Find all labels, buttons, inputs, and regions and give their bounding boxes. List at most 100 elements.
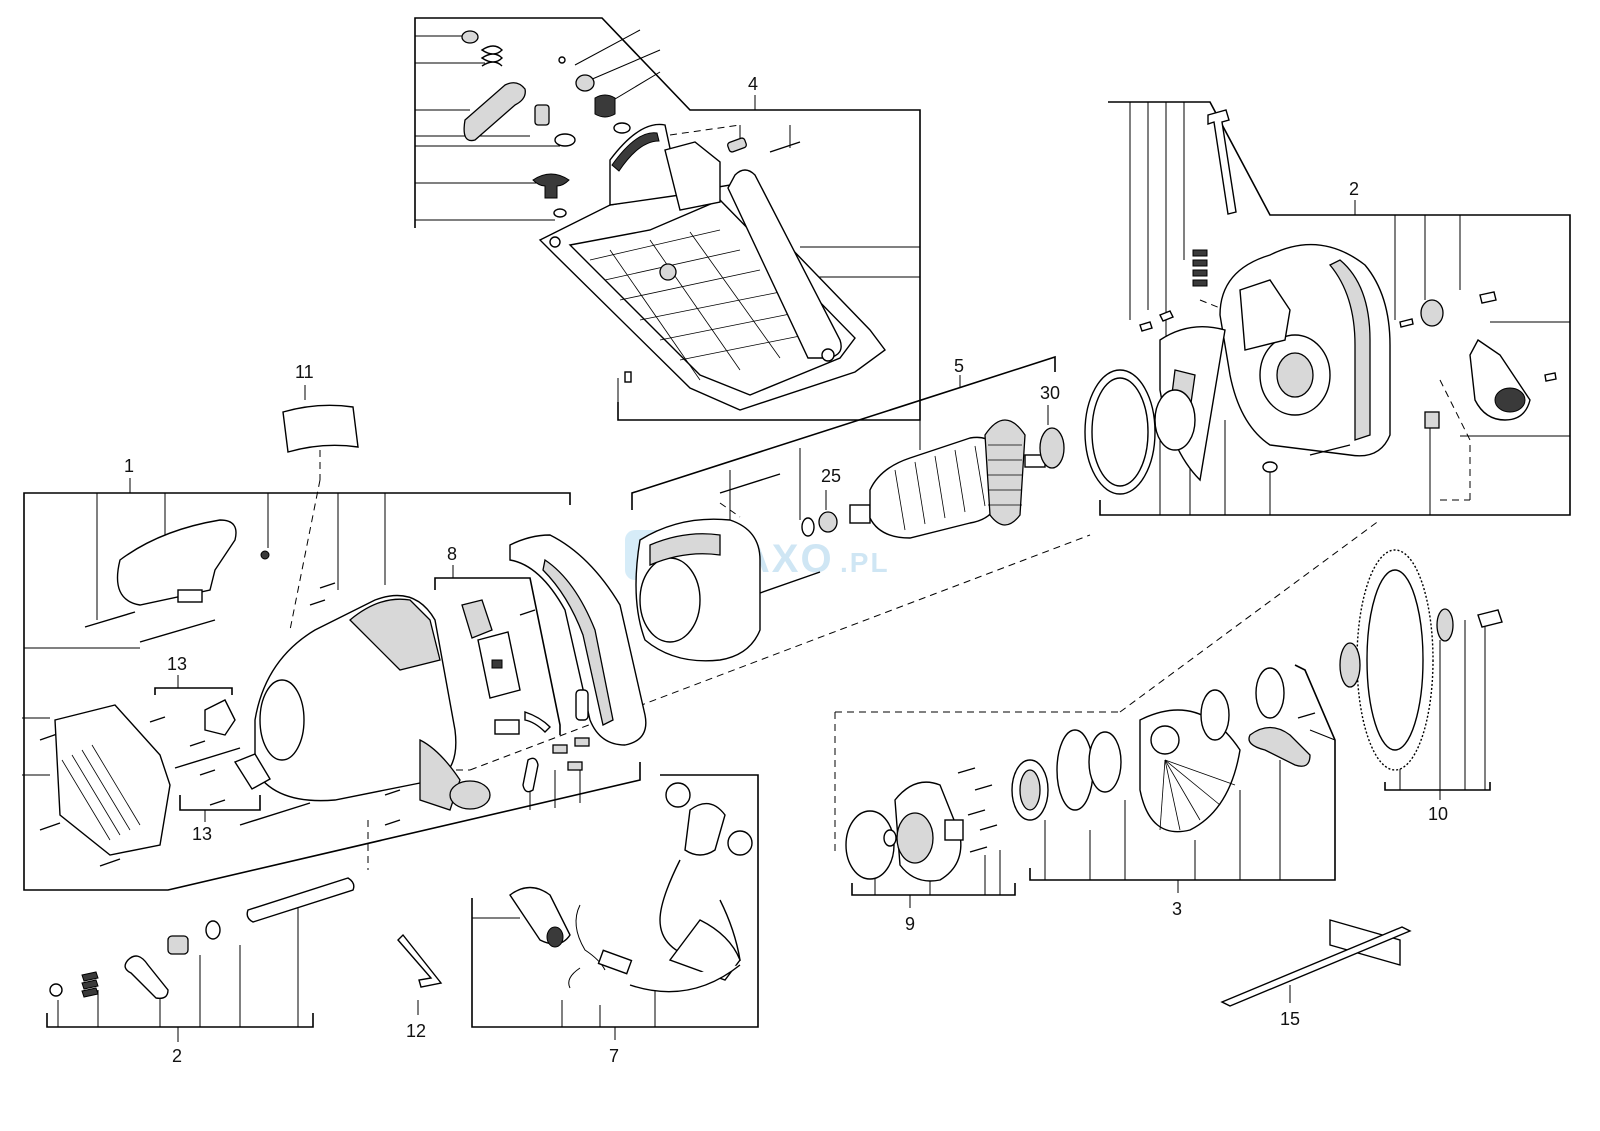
callout-12: 12 bbox=[406, 1021, 426, 1041]
group-5-motor: 5 30 25 bbox=[631, 355, 1065, 662]
stator-screw-1 bbox=[719, 473, 781, 494]
brush-screw-4 bbox=[209, 799, 226, 806]
housing-screw-9 bbox=[384, 819, 401, 826]
housing-screw-5 bbox=[309, 599, 326, 606]
inner-flange bbox=[1339, 642, 1361, 688]
part-12-hex-key: 12 bbox=[397, 933, 443, 1041]
motor-housing-front-bore bbox=[259, 679, 305, 761]
gear-housing-rim bbox=[1328, 259, 1371, 441]
switch-clip bbox=[524, 711, 551, 733]
washer-small bbox=[613, 122, 631, 134]
guard-bearing-inner bbox=[1019, 769, 1041, 811]
hex-key bbox=[397, 933, 443, 988]
handle-cover bbox=[116, 519, 237, 606]
group-1-frame bbox=[23, 492, 641, 891]
gearbox-screw-5 bbox=[969, 846, 988, 853]
switch-actuator bbox=[461, 599, 493, 639]
armature-fan bbox=[984, 419, 1026, 526]
callout-4: 4 bbox=[748, 74, 758, 94]
group-4-frame bbox=[414, 17, 921, 421]
lever-arm bbox=[463, 82, 526, 142]
cord-sleeve bbox=[597, 949, 633, 975]
callout-9: 9 bbox=[905, 914, 915, 934]
group-1-leader-lines bbox=[22, 493, 581, 810]
guard-spring bbox=[1192, 249, 1208, 287]
screw-d bbox=[1399, 318, 1414, 328]
switch-capacitor bbox=[494, 719, 520, 735]
group-13-brush-holders: 13 13 bbox=[149, 654, 271, 844]
brush-holder-top bbox=[204, 699, 236, 736]
housing-screw-1 bbox=[84, 611, 136, 628]
housing-screw-3 bbox=[174, 747, 241, 769]
brush-screw-2 bbox=[189, 740, 206, 747]
cap-screw-2 bbox=[39, 822, 61, 831]
depth-lever bbox=[124, 955, 169, 1000]
nut-small bbox=[260, 550, 270, 560]
o-ring bbox=[1154, 389, 1196, 451]
callout-3: 3 bbox=[1172, 899, 1182, 919]
bearing-30 bbox=[1039, 427, 1065, 469]
part-15-parallel-guide: 15 bbox=[1220, 919, 1412, 1029]
callout-8: 8 bbox=[447, 544, 457, 564]
lever-spring bbox=[81, 971, 99, 998]
spring-pin-2 bbox=[567, 761, 583, 771]
armature-core bbox=[869, 436, 1001, 539]
lower-guard-ribs bbox=[1159, 759, 1236, 831]
screw-c bbox=[1479, 291, 1497, 304]
group-4-base-plate: 4 bbox=[414, 17, 921, 421]
rear-handle bbox=[509, 534, 647, 746]
gearbox-shaft bbox=[883, 829, 897, 847]
group-9-frame bbox=[851, 883, 1016, 896]
group-2-lever-assembly: 2 bbox=[46, 877, 355, 1066]
housing-screw-8 bbox=[384, 789, 401, 796]
group-10-blade: 10 bbox=[1339, 549, 1503, 824]
callout-2-bottom: 2 bbox=[172, 1046, 182, 1066]
guard-lever-screw bbox=[1297, 712, 1316, 719]
bevel-bracket bbox=[664, 141, 721, 211]
plug-pin-1 bbox=[665, 782, 691, 808]
gearbox-screw-1 bbox=[957, 767, 976, 774]
lock-off-button bbox=[522, 757, 539, 793]
group-5-leader-lines bbox=[719, 405, 1049, 520]
callout-15: 15 bbox=[1280, 1009, 1300, 1029]
washer bbox=[554, 133, 576, 147]
handle-cover-tab bbox=[177, 589, 203, 603]
group-8-frame bbox=[434, 577, 561, 735]
callout-25: 25 bbox=[821, 466, 841, 486]
pivot-pin bbox=[659, 263, 677, 281]
guide-bar bbox=[1220, 926, 1412, 1007]
dust-nozzle-outlet bbox=[1494, 387, 1526, 413]
set-screw bbox=[624, 371, 632, 383]
base-plate-inner bbox=[568, 199, 856, 396]
group-5-frame bbox=[631, 355, 1056, 510]
group-3-frame bbox=[1029, 664, 1336, 881]
group-7-frame bbox=[471, 774, 759, 1028]
group-2-bottom-leaders bbox=[57, 905, 299, 1027]
assembly-axis-lines bbox=[289, 450, 1381, 870]
bearing-25 bbox=[818, 511, 838, 533]
plate-screw bbox=[549, 236, 561, 248]
callout-30: 30 bbox=[1040, 383, 1060, 403]
armature-fan-blades bbox=[988, 444, 1022, 506]
bevel-scale bbox=[611, 132, 660, 172]
group-3-lower-guard: 3 bbox=[1011, 664, 1336, 919]
group-2-gear-housing: 2 bbox=[1084, 101, 1571, 516]
brush-screw-1 bbox=[149, 716, 166, 723]
gearbox-gear bbox=[896, 812, 934, 864]
spring-small bbox=[594, 94, 616, 118]
housing-clamp bbox=[449, 780, 491, 810]
part-11-label: 11 bbox=[282, 362, 359, 453]
outer-flange bbox=[1436, 608, 1454, 642]
cord-wire bbox=[568, 967, 581, 989]
bushing bbox=[1420, 299, 1444, 327]
base-plate bbox=[538, 123, 886, 411]
brush-screw-3 bbox=[199, 769, 216, 776]
brush-holder-bottom bbox=[233, 753, 271, 790]
screw-a bbox=[1139, 321, 1153, 332]
plug-pin-2 bbox=[727, 830, 753, 856]
callout-5: 5 bbox=[954, 356, 964, 376]
gearbox-screw-4 bbox=[979, 824, 998, 831]
group-8-switch: 8 bbox=[434, 544, 561, 735]
stator-screw-2 bbox=[759, 571, 821, 594]
